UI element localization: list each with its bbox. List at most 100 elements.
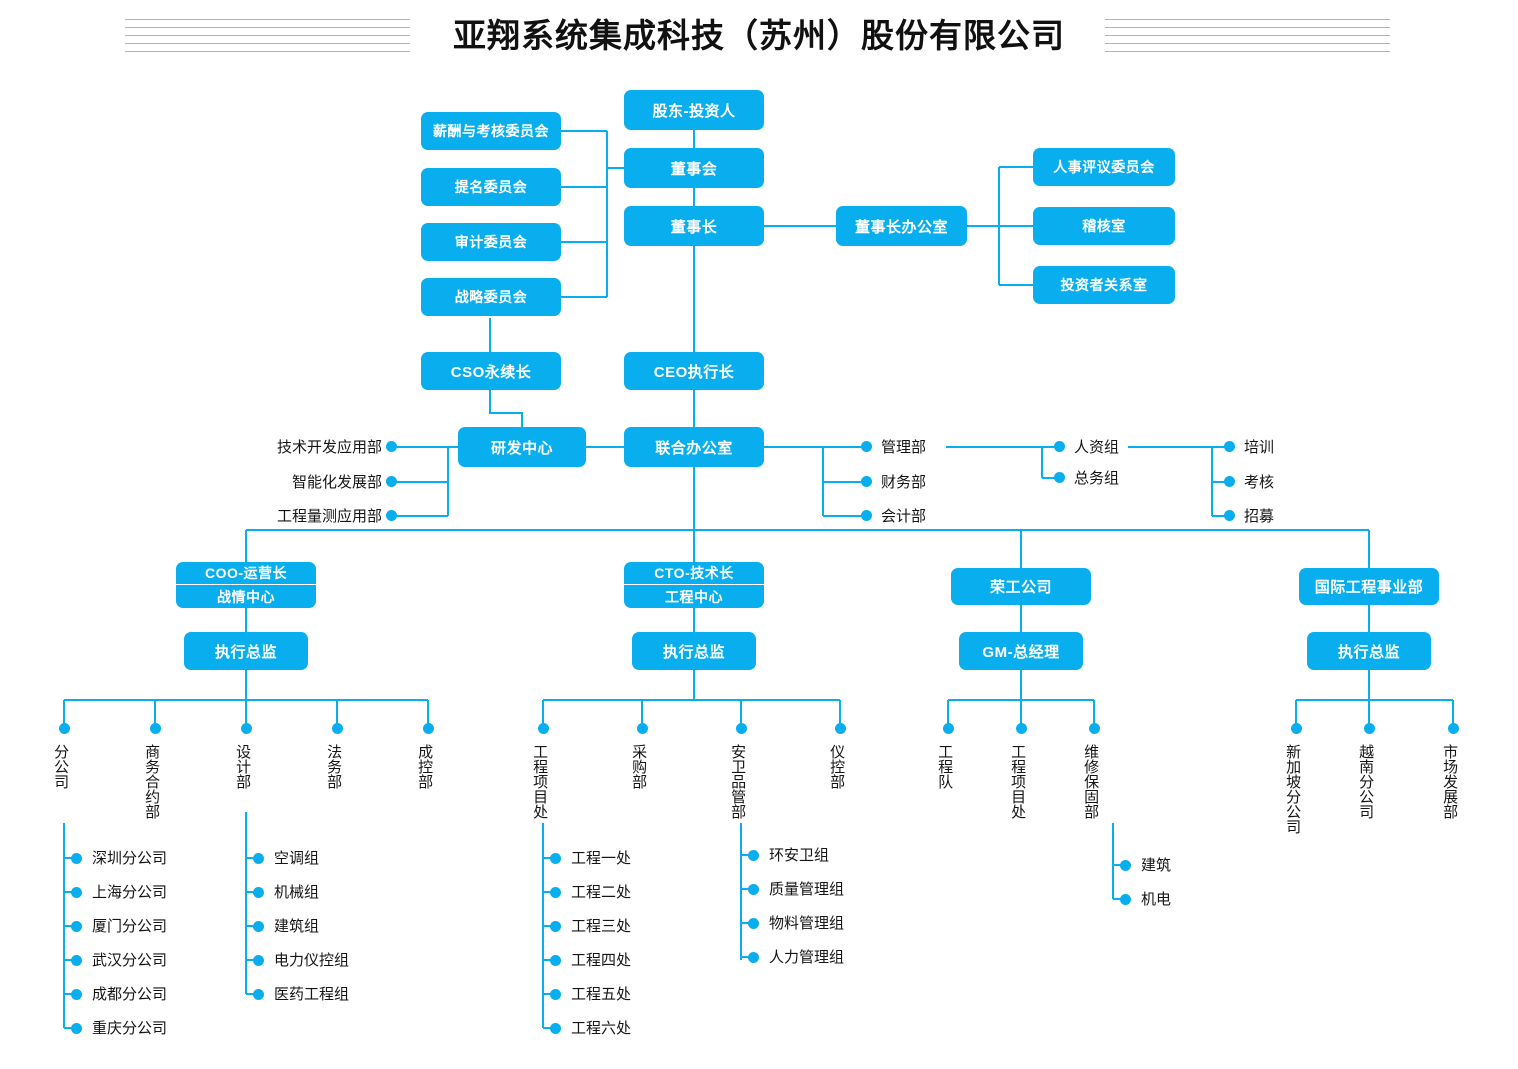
node-branch-3[interactable]: 厦门分公司: [92, 918, 168, 935]
node-chairman[interactable]: 董事长: [624, 206, 764, 246]
bullet-dot-icon: [71, 921, 82, 932]
node-strategy-committee[interactable]: 战略委员会: [421, 278, 561, 316]
node-eng-office-3[interactable]: 工程三处: [571, 918, 632, 935]
node-coo-subtitle: 战情中心: [217, 588, 275, 605]
bullet-dot-icon: [550, 989, 561, 1000]
node-nomination-committee[interactable]: 提名委员会: [421, 168, 561, 206]
node-cto-dept-safety-quality[interactable]: 安卫品管部: [729, 744, 747, 819]
node-rnd-center[interactable]: 研发中心: [458, 427, 586, 467]
page-header: 亚翔系统集成科技（苏州）股份有限公司: [0, 0, 1518, 72]
bullet-dot-icon: [1089, 723, 1100, 734]
node-design-group-5[interactable]: 医药工程组: [274, 986, 350, 1003]
node-coo-dept-legal[interactable]: 法务部: [325, 744, 343, 789]
node-joint-dept-2[interactable]: 财务部: [881, 474, 927, 491]
node-coo-dept-design[interactable]: 设计部: [234, 744, 252, 789]
bullet-dot-icon: [748, 952, 759, 963]
bullet-dot-icon: [71, 989, 82, 1000]
bullet-dot-icon: [550, 853, 561, 864]
node-maint-group-2[interactable]: 机电: [1141, 891, 1172, 908]
node-international-director[interactable]: 执行总监: [1307, 632, 1431, 670]
bullet-dot-icon: [1224, 510, 1235, 521]
bullet-dot-icon: [59, 723, 70, 734]
bullet-dot-icon: [748, 884, 759, 895]
node-cto-division[interactable]: CTO-技术长 工程中心: [624, 562, 764, 608]
node-eng-office-2[interactable]: 工程二处: [571, 884, 632, 901]
node-branch-1[interactable]: 深圳分公司: [92, 850, 168, 867]
node-investor-relations[interactable]: 投资者关系室: [1033, 266, 1175, 304]
node-branch-2[interactable]: 上海分公司: [92, 884, 168, 901]
node-coo-division[interactable]: COO-运营长 战情中心: [176, 562, 316, 608]
bullet-dot-icon: [386, 510, 397, 521]
node-rnd-dept-1[interactable]: 技术开发应用部: [276, 439, 382, 456]
node-design-group-4[interactable]: 电力仪控组: [274, 952, 350, 969]
node-cto-title: CTO-技术长: [624, 562, 764, 585]
bullet-dot-icon: [637, 723, 648, 734]
node-cto-dept-instrument[interactable]: 仪控部: [828, 744, 846, 789]
bullet-dot-icon: [748, 918, 759, 929]
node-admin-group-2[interactable]: 总务组: [1074, 470, 1120, 487]
bullet-dot-icon: [550, 887, 561, 898]
node-chairman-office[interactable]: 董事长办公室: [836, 206, 967, 246]
node-intl-dept-singapore[interactable]: 新加坡分公司: [1284, 744, 1302, 834]
node-board[interactable]: 董事会: [624, 148, 764, 188]
bullet-dot-icon: [423, 723, 434, 734]
node-coo-dept-contract[interactable]: 商务合约部: [143, 744, 161, 819]
node-branch-4[interactable]: 武汉分公司: [92, 952, 168, 969]
node-rnd-dept-2[interactable]: 智能化发展部: [291, 474, 382, 491]
node-ceo[interactable]: CEO执行长: [624, 352, 764, 390]
decorative-rules-left: [125, 19, 410, 53]
bullet-dot-icon: [1016, 723, 1027, 734]
node-hr-review-committee[interactable]: 人事评议委员会: [1033, 148, 1175, 186]
node-cto-dept-project[interactable]: 工程项目处: [531, 744, 549, 819]
node-rg-dept-maintenance[interactable]: 维修保固部: [1082, 744, 1100, 819]
bullet-dot-icon: [943, 723, 954, 734]
node-joint-office[interactable]: 联合办公室: [624, 427, 764, 467]
node-cto-director[interactable]: 执行总监: [632, 632, 756, 670]
node-eng-office-4[interactable]: 工程四处: [571, 952, 632, 969]
node-coo-dept-branch[interactable]: 分公司: [44, 744, 76, 789]
node-sq-group-4[interactable]: 人力管理组: [769, 949, 845, 966]
node-sq-group-1[interactable]: 环安卫组: [769, 847, 830, 864]
node-coo-director[interactable]: 执行总监: [184, 632, 308, 670]
node-eng-office-1[interactable]: 工程一处: [571, 850, 632, 867]
node-design-group-2[interactable]: 机械组: [274, 884, 320, 901]
node-rnd-dept-3[interactable]: 工程量测应用部: [276, 508, 382, 525]
node-cso[interactable]: CSO永续长: [421, 352, 561, 390]
node-intl-dept-vietnam[interactable]: 越南分公司: [1357, 744, 1375, 819]
node-cto-dept-purchasing[interactable]: 采购部: [630, 744, 648, 789]
node-sq-group-3[interactable]: 物料管理组: [769, 915, 845, 932]
node-international-division[interactable]: 国际工程事业部: [1299, 568, 1439, 605]
node-ronggong-gm[interactable]: GM-总经理: [959, 632, 1083, 670]
bullet-dot-icon: [253, 955, 264, 966]
node-design-group-1[interactable]: 空调组: [274, 850, 320, 867]
node-hr-function-1[interactable]: 培训: [1244, 439, 1275, 456]
node-branch-6[interactable]: 重庆分公司: [92, 1020, 168, 1037]
node-audit-committee[interactable]: 审计委员会: [421, 223, 561, 261]
bullet-dot-icon: [253, 887, 264, 898]
node-branch-5[interactable]: 成都分公司: [92, 986, 168, 1003]
node-hr-function-3[interactable]: 招募: [1244, 508, 1275, 525]
node-coo-dept-cost[interactable]: 成控部: [416, 744, 434, 789]
node-maint-group-1[interactable]: 建筑: [1141, 857, 1172, 874]
node-rg-dept-team[interactable]: 工程队: [936, 744, 954, 789]
node-joint-dept-3[interactable]: 会计部: [881, 508, 927, 525]
node-audit-room[interactable]: 稽核室: [1033, 207, 1175, 245]
node-eng-office-6[interactable]: 工程六处: [571, 1020, 632, 1037]
node-ronggong-company[interactable]: 荣工公司: [951, 568, 1091, 605]
node-sq-group-2[interactable]: 质量管理组: [769, 881, 845, 898]
node-intl-dept-market[interactable]: 市场发展部: [1441, 744, 1459, 819]
bullet-dot-icon: [241, 723, 252, 734]
node-joint-dept-1[interactable]: 管理部: [881, 439, 927, 456]
node-compensation-committee[interactable]: 薪酬与考核委员会: [421, 112, 561, 150]
node-hr-function-2[interactable]: 考核: [1244, 474, 1275, 491]
bullet-dot-icon: [1054, 441, 1065, 452]
decorative-rules-right: [1105, 19, 1390, 53]
node-admin-group-1[interactable]: 人资组: [1074, 439, 1120, 456]
node-design-group-3[interactable]: 建筑组: [274, 918, 320, 935]
bullet-dot-icon: [71, 955, 82, 966]
bullet-dot-icon: [1120, 860, 1131, 871]
node-shareholders[interactable]: 股东-投资人: [624, 90, 764, 130]
node-eng-office-5[interactable]: 工程五处: [571, 986, 632, 1003]
node-rg-dept-project[interactable]: 工程项目处: [1009, 744, 1027, 819]
